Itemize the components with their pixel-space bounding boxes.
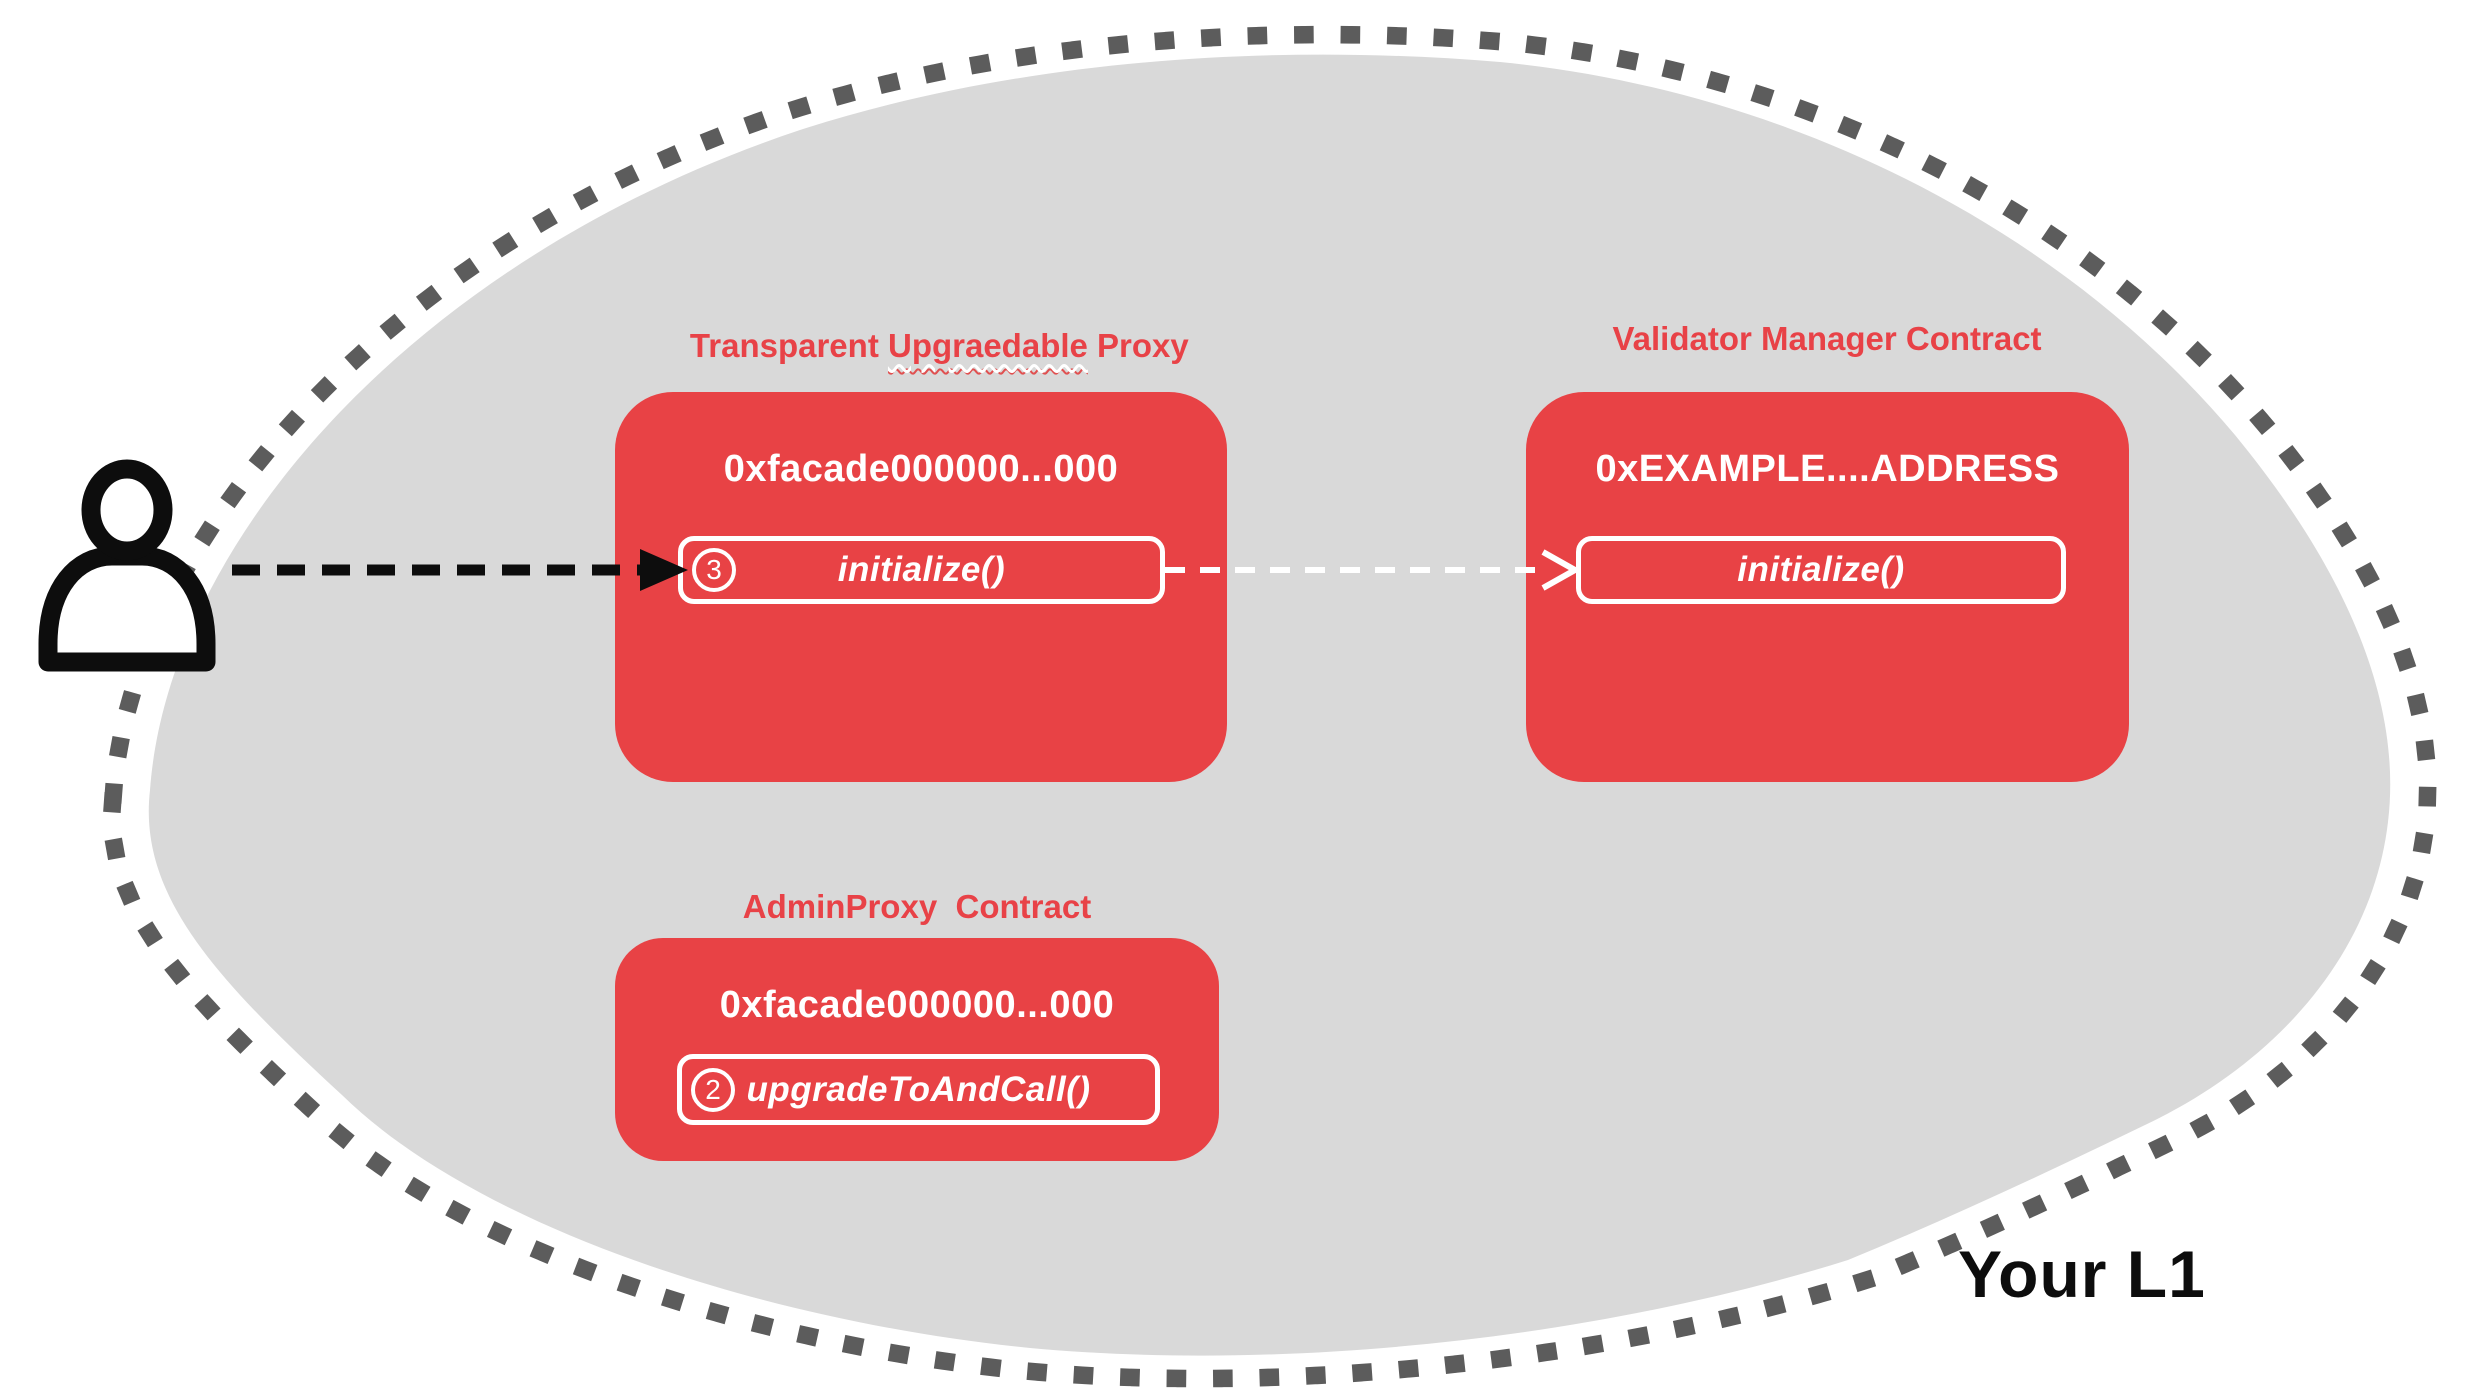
validator-manager-title: Validator Manager Contract (1612, 320, 2042, 357)
proxy-title-misspelled-word: Upgraedable (887, 327, 1088, 364)
person-icon (38, 459, 216, 672)
validator-initialize-label: initialize() (1737, 550, 1905, 589)
l1-dotted-border (103, 25, 2437, 1388)
proxy-initialize-label: initialize() (837, 550, 1006, 589)
misspelling-squiggle: Upgraedable (888, 327, 1088, 364)
validator-initialize-button: initialize() (1576, 536, 2066, 604)
admin-proxy-box: 0xfacade000000...000 2 upgradeToAndCall(… (615, 938, 1219, 1161)
upgrade-to-and-call-button: 2 upgradeToAndCall() (677, 1054, 1160, 1125)
proxy-contract-address: 0xfacade000000...000 (723, 448, 1119, 490)
step-3-badge: 3 (692, 548, 736, 592)
step-2-badge: 2 (691, 1067, 735, 1112)
upgrade-to-and-call-label: upgradeToAndCall() (746, 1069, 1091, 1109)
your-l1-label: Your L1 (1958, 1237, 2206, 1311)
validator-manager-address: 0xEXAMPLE....ADDRESS (1595, 448, 2060, 490)
proxy-title-part2: Proxy (1087, 327, 1189, 364)
validator-manager-box: 0xEXAMPLE....ADDRESS initialize() (1526, 392, 2129, 782)
proxy-contract-box: 0xfacade000000...000 3 initialize() (615, 392, 1227, 782)
admin-proxy-title: AdminProxy Contract (742, 888, 1092, 925)
proxy-initialize-button: 3 initialize() (678, 536, 1165, 604)
admin-proxy-address: 0xfacade000000...000 (719, 984, 1115, 1026)
proxy-title-part1: Transparent (689, 327, 888, 364)
